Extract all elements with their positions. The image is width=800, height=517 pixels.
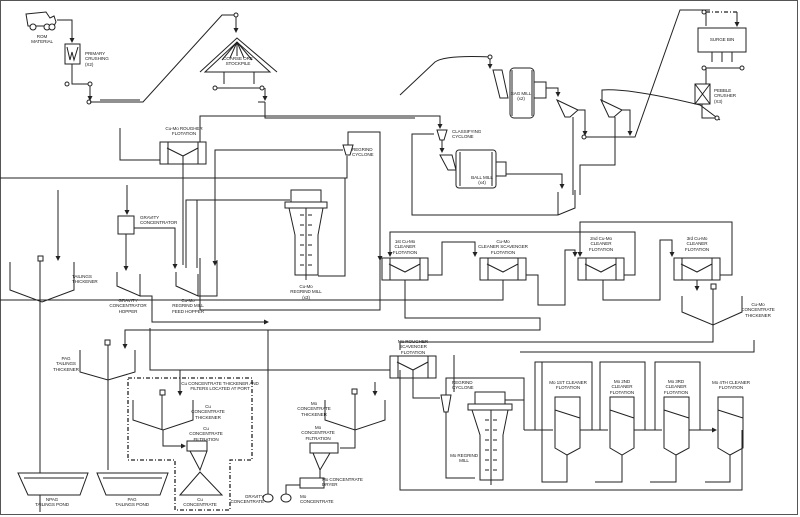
ball-mill-label: BALL MILL (x4) bbox=[471, 175, 493, 186]
surge-bin-label: SURGE BIN bbox=[709, 37, 735, 42]
mo-concentrate-bag-icon bbox=[280, 493, 292, 503]
pebble-crusher-icon bbox=[694, 83, 711, 105]
flow-line bbox=[71, 64, 93, 101]
mo-dryer-icon bbox=[299, 477, 325, 489]
mo-regrind-mill-icon bbox=[467, 391, 513, 485]
flow-line bbox=[57, 19, 75, 43]
cleaner-3-icon bbox=[673, 257, 721, 281]
pebble-crusher-label: PEBBLE CRUSHER (X3) bbox=[714, 88, 737, 104]
cumo-regrind-mill-label: Cu-Mo REGRIND MILL (x3) bbox=[290, 284, 322, 300]
cumo-concentrate-thickener-label: Cu-Mo CONCENTRATE THICKENER bbox=[741, 302, 775, 318]
cumo-regrind-mill-icon bbox=[284, 189, 328, 280]
mo-concentrate-label: Mo CONCENTRATE bbox=[300, 494, 334, 505]
primary-crushing-label: PRIMARY CRUSHING (X2) bbox=[85, 51, 109, 67]
ball-mill-icon bbox=[439, 149, 507, 189]
cleaner-1-label: 1st Cu-Mo CLEANER FLOTATION bbox=[392, 239, 418, 255]
mo-filter-icon bbox=[309, 442, 339, 454]
cleaner-1-icon bbox=[381, 257, 429, 281]
pag-tailings-thickener-icon bbox=[79, 339, 136, 470]
port-boundary bbox=[127, 377, 253, 511]
cumo-rougher-flotation-label: Cu-Mo ROUGHER FLOTATION bbox=[165, 126, 203, 137]
cleaner-2-label: 2nd Cu-Mo CLEANER FLOTATION bbox=[588, 236, 614, 252]
mo-regrind-cyclone-label: REGRIND CYCLONE bbox=[452, 380, 474, 391]
regrind-cyclone-label: REGRIND CYCLONE bbox=[352, 147, 374, 158]
cleaner-scavenger-label: Cu-Mo CLEANER SCAVENGER FLOTATION bbox=[478, 239, 528, 255]
mo-rougher-scavenger-label: Mo ROUGHER SCAVENGER FLOTATION bbox=[397, 339, 429, 355]
pag-tailings-pond-icon bbox=[96, 472, 169, 496]
cu-concentrate-filtration-label: Cu CONCENTRATE FILTRATION bbox=[189, 426, 223, 442]
rom-material-label: ROM MATERIAL bbox=[31, 34, 53, 45]
tailings-thickener-label: TAILINGS THICKENER bbox=[72, 274, 98, 285]
gravity-hopper-icon bbox=[116, 272, 141, 297]
mo-cleaner-1-label: Mo 1ST CLEANER FLOTATION bbox=[549, 380, 587, 391]
cleaner-3-label: 3rd Cu-Mo CLEANER FLOTATION bbox=[684, 236, 710, 252]
pag-tailings-thickener-label: PAG TAILINGS THICKENER bbox=[53, 356, 79, 372]
npag-tailings-pond-label: NPAG TAILINGS POND bbox=[35, 497, 69, 508]
coarse-ore-stockpile-icon bbox=[199, 37, 278, 73]
screen-icon bbox=[555, 98, 623, 118]
rougher-flotation-icon bbox=[159, 141, 207, 165]
primary-crusher-icon bbox=[64, 43, 81, 65]
sag-mill-label: SAG MILL (x2) bbox=[510, 91, 532, 102]
gravity-concentrator-icon bbox=[117, 215, 135, 235]
mo-concentrate-filtration-label: Mo CONCENTRATE FILTRATION bbox=[301, 425, 335, 441]
mo-concentrate-dryer-label: Mo CONCENTRATE DRYER bbox=[322, 477, 363, 488]
gravity-concentrator-hopper-label: GRAVITY CONCENTRATOR HOPPER bbox=[109, 298, 147, 314]
cleaner-2-icon bbox=[577, 257, 625, 281]
cu-concentrate-thickener-label: Cu CONCENTRATE THICKENER bbox=[191, 404, 225, 420]
regrind-feed-hopper-icon bbox=[175, 272, 199, 297]
conveyor-line bbox=[90, 14, 239, 103]
gravity-concentrate-label: GRAVITY CONCENTRATE bbox=[230, 494, 264, 505]
cumo-regrind-feed-hopper-label: Cu-Mo REGRIND MILL FEED HOPPER bbox=[172, 298, 204, 314]
surge-bin-icon bbox=[697, 27, 747, 53]
tailings-thickener-icon bbox=[9, 255, 75, 512]
conveyor-line bbox=[399, 56, 493, 96]
mo-cleaner-3-label: Mo 3RD CLEANER FLOTATION bbox=[663, 379, 689, 395]
classifying-cyclone-icon bbox=[436, 129, 448, 141]
pag-tailings-pond-label: PAG TAILINGS POND bbox=[115, 497, 149, 508]
flow-line bbox=[215, 72, 262, 89]
haul-truck-icon bbox=[25, 11, 57, 31]
mo-regrind-mill-label: Mo REGRIND MILL bbox=[450, 453, 478, 464]
cumo-concentrate-thickener-icon bbox=[399, 283, 743, 350]
mo-rougher-scavenger-icon bbox=[389, 355, 437, 379]
mo-regrind-cyclone-icon bbox=[440, 394, 452, 413]
sag-mill-icon bbox=[492, 67, 547, 119]
mo-cleaner-4-label: Mo 4TH CLEANER FLOTATION bbox=[712, 380, 750, 391]
npag-tailings-pond-icon bbox=[17, 472, 89, 496]
cu-concentrate-label: Cu CONCENTRATE bbox=[183, 497, 217, 508]
cu-concentrate-pile-icon bbox=[178, 471, 224, 496]
cleaner-scavenger-icon bbox=[479, 257, 527, 281]
cu-concentrate-thickener-icon bbox=[132, 389, 194, 431]
mo-concentrate-thickener-icon bbox=[324, 388, 386, 449]
coarse-ore-stockpile-label: COARSE ORE STOCKPILE bbox=[223, 56, 253, 67]
mo-cleaner-2-label: Mo 2ND CLEANER FLOTATION bbox=[609, 379, 635, 395]
cu-port-note-label: Cu CONCENTRATE THICKENER AND FILTERS LOC… bbox=[181, 381, 259, 392]
regrind-cyclone-icon bbox=[342, 144, 354, 156]
mo-concentrate-thickener-label: Mo CONCENTRATE THICKENER bbox=[297, 401, 331, 417]
cu-filter-icon bbox=[186, 440, 208, 452]
mo-cleaner-columns bbox=[554, 396, 744, 456]
gravity-concentrate-bag-icon bbox=[262, 493, 274, 503]
gravity-concentrator-label: GRAVITY CONCENTRATOR bbox=[140, 215, 178, 226]
classifying-cyclone-label: CLASSIFYING CYCLONE bbox=[452, 129, 482, 140]
